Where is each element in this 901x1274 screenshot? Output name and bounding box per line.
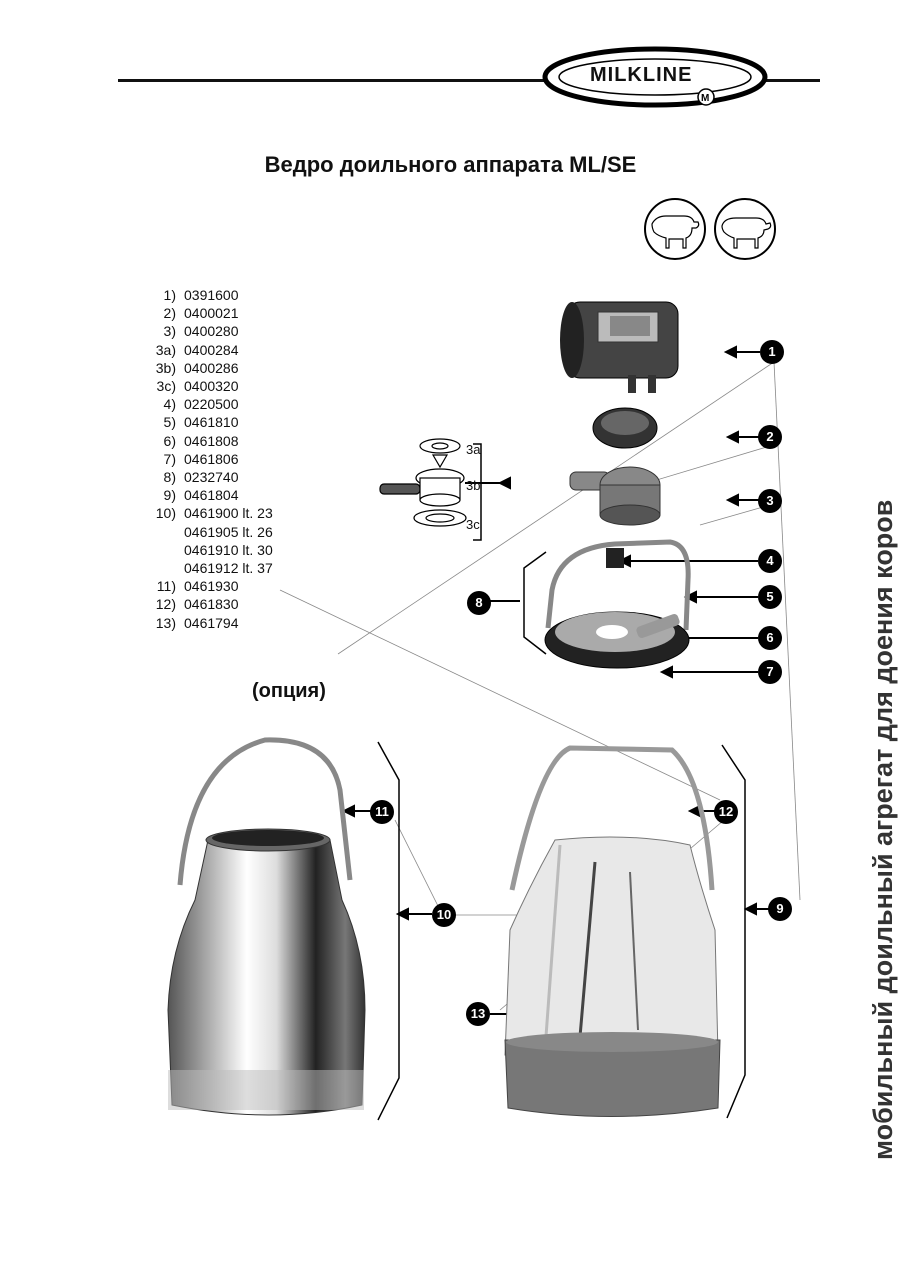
callout-13: 13	[466, 1002, 490, 1026]
part-code: 0400284	[184, 341, 239, 358]
part-index: 3)	[163, 323, 176, 340]
part-code: 0461900 lt. 23	[184, 505, 273, 522]
callout-1: 1	[760, 340, 784, 364]
callout-10: 10	[432, 903, 456, 927]
part-index: 4)	[163, 396, 176, 413]
sub-label-3a: 3a	[466, 442, 481, 457]
part-index: 5)	[163, 414, 176, 431]
part-index: 13)	[155, 614, 176, 631]
part-row: 10) 0461900 lt. 23	[136, 504, 273, 522]
part-index: 6)	[163, 432, 176, 449]
part-index: 10)	[155, 505, 176, 522]
part-code: 0391600	[184, 287, 239, 303]
callout-4: 4	[758, 549, 782, 573]
part-row: 1) 0391600	[136, 286, 273, 304]
sub-label-3b: 3b	[466, 478, 481, 493]
part-index: 1)	[163, 287, 176, 303]
part-row: 0461905 lt. 26	[136, 523, 273, 541]
part-code: 0461910 lt. 30	[184, 541, 273, 558]
part-index	[136, 541, 184, 559]
part-code: 0400021	[184, 305, 239, 322]
sub-label-3c: 3c	[466, 517, 480, 532]
part-code: 0461804	[184, 487, 239, 504]
part-index: 2)	[163, 305, 176, 322]
callout-6: 6	[758, 626, 782, 650]
part-code: 0461912 lt. 37	[184, 560, 273, 577]
part-code: 0400280	[184, 323, 239, 340]
part-index: 11)	[156, 578, 176, 595]
lid-assembly-icon	[544, 539, 691, 669]
part-row: 13) 0461794	[136, 614, 273, 632]
callout-12: 12	[714, 800, 738, 824]
part-code: 0461810	[184, 414, 239, 431]
part-code: 0461806	[184, 450, 239, 467]
callout-3: 3	[758, 489, 782, 513]
valve-parts-icon	[379, 438, 467, 527]
part-code: 0461830	[184, 596, 239, 613]
callout-7: 7	[758, 660, 782, 684]
cow-icon	[644, 198, 706, 260]
svg-text:M: M	[701, 93, 709, 104]
part-row: 4) 0220500	[136, 395, 273, 413]
callout-8: 8	[467, 591, 491, 615]
transparent-bucket-icon	[504, 745, 721, 1117]
part-row: 0461912 lt. 37	[136, 559, 273, 577]
brand-logo-text: MILKLINE	[590, 64, 693, 86]
part-index	[136, 523, 184, 541]
part-row: 9) 0461804	[136, 486, 273, 504]
part-row: 3b) 0400286	[136, 359, 273, 377]
part-code: 0461930	[184, 578, 239, 595]
part-index: 12)	[155, 596, 176, 613]
part-index	[136, 559, 184, 577]
header-rule-left	[118, 79, 548, 82]
pulsator-icon	[560, 301, 679, 393]
part-code: 0232740	[184, 469, 239, 486]
part-index: 7)	[163, 450, 176, 467]
callout-9: 9	[768, 897, 792, 921]
stainless-bucket-icon	[167, 737, 366, 1116]
part-row: 11) 0461930	[136, 577, 273, 595]
part-code: 0220500	[184, 396, 239, 413]
part-row: 3a) 0400284	[136, 341, 273, 359]
part-row: 2) 0400021	[136, 304, 273, 322]
part-row: 5) 0461810	[136, 413, 273, 431]
part-index: 3b)	[155, 359, 176, 376]
cow-icon	[714, 198, 776, 260]
part-row: 0461910 lt. 30	[136, 541, 273, 559]
part-code: 0400320	[184, 378, 239, 395]
part-code: 0461905 lt. 26	[184, 523, 273, 540]
part-row: 12) 0461830	[136, 595, 273, 613]
pulsator-base-icon	[592, 407, 658, 449]
part-code: 0461794	[184, 614, 239, 631]
page-title: Ведро доильного аппарата ML/SE	[264, 152, 637, 177]
part-row: 8) 0232740	[136, 468, 273, 486]
header-rule-right	[765, 79, 820, 82]
part-index: 3a)	[155, 341, 176, 358]
callout-5: 5	[758, 585, 782, 609]
part-row: 3) 0400280	[136, 322, 273, 340]
callout-11: 11	[370, 800, 394, 824]
part-index: 8)	[163, 469, 176, 486]
part-code: 0400286	[184, 359, 239, 376]
lid-connector-icon	[569, 466, 661, 526]
part-row: 7) 0461806	[136, 450, 273, 468]
side-caption: мобильный доильный агрегат для доения ко…	[868, 499, 898, 1160]
option-label: (опция)	[252, 680, 326, 702]
callout-2: 2	[758, 425, 782, 449]
part-index: 3c)	[156, 378, 176, 395]
part-row: 3c) 0400320	[136, 377, 273, 395]
part-code: 0461808	[184, 432, 239, 449]
part-row: 6) 0461808	[136, 432, 273, 450]
milkline-logo-icon: M	[542, 46, 768, 108]
part-index: 9)	[163, 487, 176, 504]
